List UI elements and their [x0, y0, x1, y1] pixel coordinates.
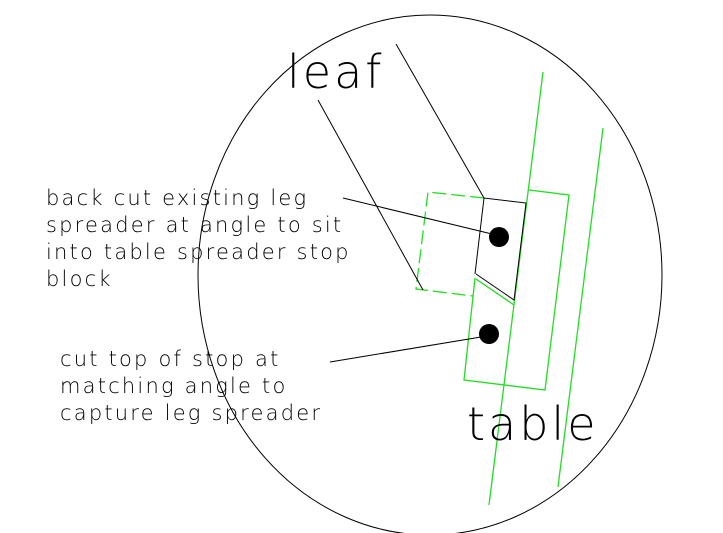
note2-leader-line: [329, 336, 482, 363]
detail-circle: [197, 14, 663, 533]
note1-line-2: spreader at angle to sit: [46, 213, 343, 237]
note2-line-3: capture leg spreader: [60, 401, 322, 425]
note1-leader-line: [342, 197, 493, 235]
table-edge-line-2: [557, 127, 604, 488]
angle-cut-line: [475, 278, 515, 306]
leg-spreader-block: [474, 197, 527, 301]
leaf-leader-line-1: [395, 43, 485, 199]
stop-block-outline: [463, 189, 570, 391]
note2-line-2: matching angle to: [60, 374, 288, 398]
leaf-leader-line-2: [317, 99, 424, 291]
leaf-label: leaf: [287, 45, 384, 99]
table-label: table: [467, 397, 599, 451]
note1-line-1: back cut existing leg: [46, 186, 308, 210]
leader-dot-1: [489, 227, 509, 247]
table-edge-line-1: [488, 71, 544, 506]
leader-dot-2: [479, 324, 499, 344]
note1-line-3: into table spreader stop: [46, 240, 351, 264]
note1-line-4: block: [46, 267, 113, 291]
leaf-spreader-dashed-outline: [415, 191, 485, 297]
note2-line-1: cut top of stop at: [60, 347, 281, 371]
